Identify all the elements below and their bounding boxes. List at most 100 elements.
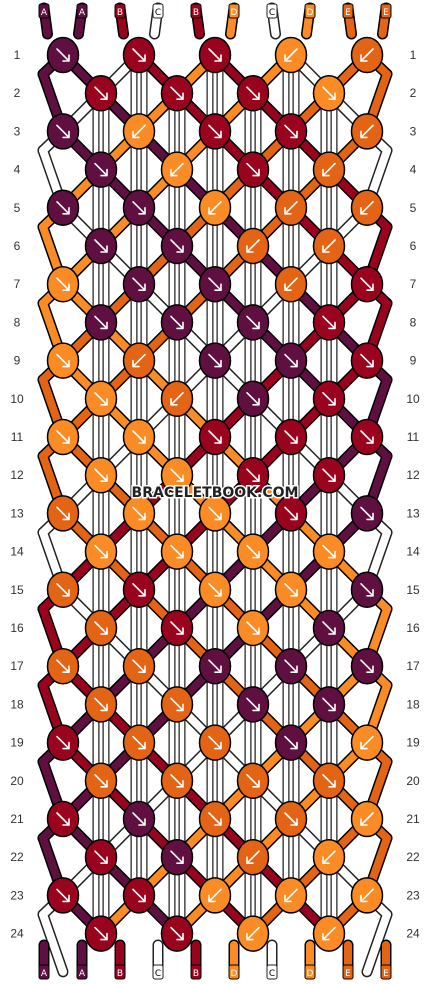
arrow-down-right-icon: [170, 544, 184, 559]
row-label-right: 3: [410, 124, 417, 138]
arrow-down-left-icon: [208, 201, 222, 215]
arrow-down-right-icon: [360, 506, 374, 521]
row-label-right: 23: [406, 888, 420, 902]
arrow-down-left-icon: [208, 888, 222, 903]
arrow-down-right-icon: [56, 353, 70, 368]
arrow-down-right-icon: [284, 353, 298, 368]
strand-label-top: B: [117, 8, 123, 18]
arrow-down-right-icon: [246, 468, 260, 482]
arrow-down-right-icon: [284, 124, 298, 139]
row-label-right: 18: [406, 697, 420, 711]
arrow-down-right-icon: [208, 124, 222, 139]
arrow-down-left-icon: [246, 239, 260, 253]
strand-label-bottom: B: [117, 969, 123, 979]
arrow-down-right-icon: [56, 735, 70, 750]
strand-label-bottom: B: [193, 969, 199, 979]
arrow-down-left-icon: [132, 124, 146, 139]
arrow-down-right-icon: [322, 621, 336, 635]
row-label-right: 10: [406, 392, 420, 406]
row-label-left: 3: [14, 124, 21, 138]
strand-label-bottom: A: [41, 969, 48, 979]
arrow-down-right-icon: [132, 735, 146, 750]
arrow-down-right-icon: [322, 86, 336, 100]
row-label-left: 8: [14, 315, 21, 329]
strand-segment: [363, 910, 391, 976]
strand-label-bottom: E: [345, 969, 351, 979]
row-label-left: 11: [11, 430, 24, 444]
arrow-down-right-icon: [132, 277, 146, 291]
row-label-left: 21: [10, 812, 24, 826]
row-label-left: 6: [14, 239, 21, 253]
arrow-down-right-icon: [284, 735, 298, 750]
arrow-down-right-icon: [208, 659, 222, 673]
arrow-down-right-icon: [94, 162, 108, 177]
row-label-left: 15: [10, 583, 24, 597]
arrow-down-right-icon: [94, 850, 108, 864]
row-label-left: 22: [10, 850, 24, 864]
row-label-right: 7: [410, 277, 417, 291]
strand-segment: [39, 910, 67, 976]
strand-label-bottom: D: [307, 969, 314, 979]
row-label-left: 13: [10, 506, 24, 520]
arrow-down-right-icon: [322, 392, 336, 406]
row-label-right: 8: [410, 315, 417, 329]
arrow-down-left-icon: [246, 926, 260, 941]
arrow-down-left-icon: [322, 239, 336, 253]
row-label-right: 20: [406, 774, 420, 788]
arrow-down-left-icon: [170, 392, 184, 406]
arrow-down-left-icon: [246, 850, 260, 864]
arrow-down-right-icon: [284, 812, 298, 826]
arrow-down-right-icon: [132, 583, 146, 597]
arrow-down-right-icon: [360, 353, 374, 368]
arrow-down-right-icon: [56, 583, 70, 597]
arrow-down-right-icon: [94, 392, 108, 406]
row-label-left: 23: [10, 888, 24, 902]
strand-label-top: D: [231, 8, 238, 18]
strand-label-top: A: [41, 8, 48, 18]
strand-label-bottom: C: [155, 969, 161, 979]
arrow-down-right-icon: [94, 239, 108, 253]
arrow-down-right-icon: [56, 659, 70, 673]
arrow-down-right-icon: [56, 201, 70, 215]
arrow-down-left-icon: [284, 277, 298, 291]
row-label-left: 16: [10, 621, 24, 635]
arrow-down-right-icon: [56, 430, 70, 444]
row-label-left: 7: [14, 277, 21, 291]
arrow-down-right-icon: [246, 86, 260, 100]
strand-label-top: E: [345, 8, 351, 18]
arrow-down-right-icon: [56, 506, 70, 521]
arrow-down-left-icon: [284, 201, 298, 215]
arrow-down-right-icon: [170, 774, 184, 788]
arrow-down-right-icon: [246, 544, 260, 559]
arrow-down-right-icon: [94, 315, 108, 330]
arrow-down-right-icon: [170, 468, 184, 482]
arrow-down-right-icon: [246, 621, 260, 635]
arrow-down-right-icon: [208, 506, 222, 521]
strand-label-bottom: D: [231, 969, 238, 979]
knots-layer: [46, 36, 384, 952]
arrow-down-right-icon: [322, 774, 336, 788]
strand-label-top: C: [155, 8, 161, 18]
arrow-down-right-icon: [284, 659, 298, 673]
arrow-down-left-icon: [322, 926, 336, 941]
arrow-down-right-icon: [94, 774, 108, 788]
row-label-left: 5: [14, 201, 21, 215]
row-label-left: 2: [14, 86, 21, 100]
arrow-down-right-icon: [208, 735, 222, 750]
row-label-right: 17: [406, 659, 420, 673]
arrow-down-right-icon: [208, 277, 222, 291]
row-label-left: 9: [14, 354, 21, 368]
row-label-left: 10: [10, 392, 24, 406]
arrow-down-right-icon: [170, 697, 184, 712]
row-label-right: 11: [407, 430, 420, 444]
arrow-down-right-icon: [360, 659, 374, 673]
arrow-down-right-icon: [132, 812, 146, 826]
arrow-down-right-icon: [322, 697, 336, 712]
strand-label-bottom: C: [269, 969, 275, 979]
arrow-down-right-icon: [94, 544, 108, 559]
arrow-down-left-icon: [360, 201, 374, 215]
row-label-right: 21: [406, 812, 420, 826]
arrow-down-right-icon: [132, 48, 146, 62]
arrow-down-right-icon: [208, 583, 222, 597]
